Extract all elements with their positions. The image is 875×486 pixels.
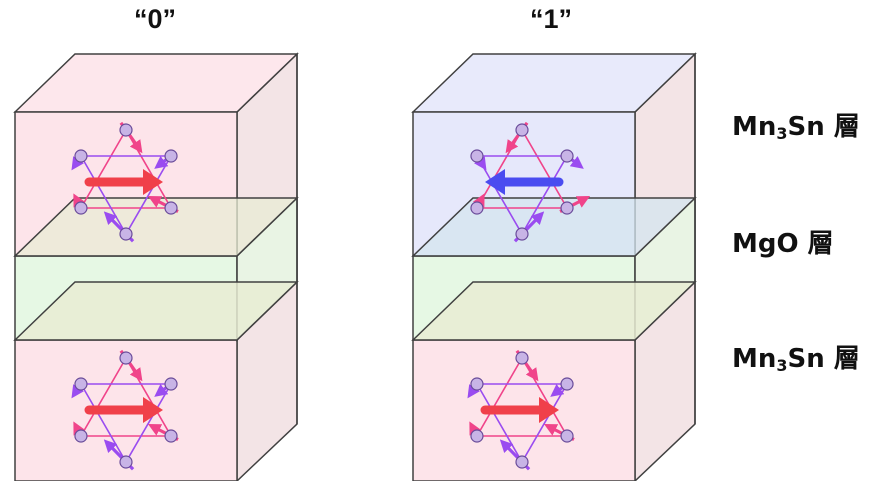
- mn-atom: [470, 429, 484, 443]
- formula-rest: Sn 層: [787, 344, 860, 374]
- triangle-up: [79, 128, 173, 209]
- triangle-up: [475, 128, 569, 209]
- mn-atom: [470, 149, 484, 163]
- mn-atom: [515, 227, 529, 241]
- net-magnetization-head: [539, 397, 559, 423]
- triangle-down: [475, 155, 569, 236]
- formula-subscript: 3: [776, 124, 788, 143]
- mn-atom: [119, 351, 133, 365]
- triangle-up: [79, 356, 173, 437]
- formula-main: Mn: [732, 344, 777, 374]
- mn-atom: [515, 123, 529, 137]
- layer-name: MgO 層: [732, 229, 834, 259]
- net-magnetization-head: [143, 169, 163, 195]
- mn-atom: [164, 201, 178, 215]
- formula-subscript: 3: [776, 356, 788, 375]
- mn-atom: [74, 201, 88, 215]
- layer-label-mgo: MgO 層: [732, 223, 834, 260]
- layer-label-mn3sn-bottom: Mn3Sn 層: [732, 338, 860, 375]
- mn-atom: [74, 377, 88, 391]
- spin-cluster: [470, 121, 591, 243]
- mn-atom: [119, 123, 133, 137]
- mn-atom: [560, 377, 574, 391]
- spin-cluster: [71, 349, 179, 471]
- mn-atom: [470, 377, 484, 391]
- mn-atom: [119, 455, 133, 469]
- mn-atom: [164, 377, 178, 391]
- layer-label-mn3sn-top: Mn3Sn 層: [732, 106, 860, 143]
- state-label-1: “1”: [529, 4, 573, 34]
- formula-main: Mn: [732, 112, 777, 142]
- mn-atom: [515, 351, 529, 365]
- mn-atom: [470, 201, 484, 215]
- mn-atom: [74, 149, 88, 163]
- mn-atom: [560, 429, 574, 443]
- triangle-down: [475, 383, 569, 464]
- spin-cluster: [467, 349, 575, 471]
- mn-atom: [560, 149, 574, 163]
- net-magnetization-head: [143, 397, 163, 423]
- net-magnetization-head: [485, 169, 505, 195]
- state-label-0: “0”: [133, 4, 177, 34]
- mn-atom: [119, 227, 133, 241]
- triangle-down: [79, 383, 173, 464]
- spin-cluster: [71, 121, 179, 243]
- mn-atom: [74, 429, 88, 443]
- mn-atom: [164, 429, 178, 443]
- mn-atom: [560, 201, 574, 215]
- triangle-up: [475, 356, 569, 437]
- mn-atom: [515, 455, 529, 469]
- formula-rest: Sn 層: [787, 112, 860, 142]
- triangle-down: [79, 155, 173, 236]
- stack-state-1: [411, 52, 697, 483]
- stack-state-0: [13, 52, 299, 483]
- mn-atom: [164, 149, 178, 163]
